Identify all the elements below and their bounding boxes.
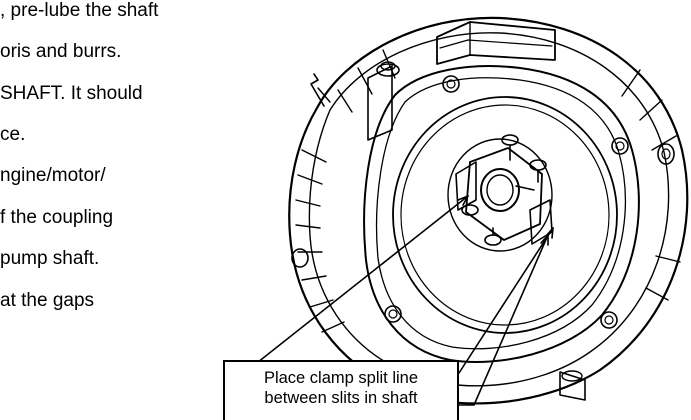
callout-box: Place clamp split line between slits in … bbox=[223, 360, 459, 420]
instruction-line: SHAFT. It should bbox=[0, 83, 143, 104]
instruction-line: ngine/motor/ bbox=[0, 165, 106, 186]
callout-text-line: Place clamp split line bbox=[263, 369, 419, 387]
instruction-text-block: , pre-lube the shaft oris and burrs. SHA… bbox=[0, 0, 290, 330]
instruction-line: , pre-lube the shaft bbox=[0, 0, 159, 21]
instruction-line: oris and burrs. bbox=[0, 41, 122, 62]
callout-text-line: between slits in shaft bbox=[264, 389, 418, 407]
instruction-line: pump shaft. bbox=[0, 248, 100, 269]
instruction-line: ce. bbox=[0, 124, 26, 145]
instruction-line: f the coupling bbox=[0, 207, 114, 228]
instruction-line: at the gaps bbox=[0, 290, 95, 311]
